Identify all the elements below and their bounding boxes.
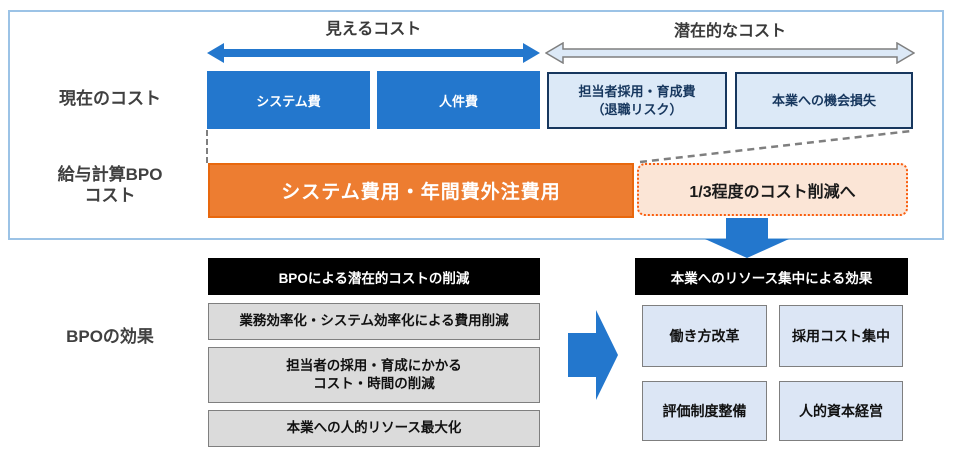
dashed-connector-vertical <box>206 130 208 163</box>
bpo-outsourcing-cost-box: システム費用・年間費外注費用 <box>208 163 634 218</box>
system-cost-box: システム費 <box>207 71 370 129</box>
bpo-effects-section-label: BPOの効果 <box>66 327 154 347</box>
human-capital-box: 人的資本経営 <box>779 381 903 441</box>
visible-cost-title: 見えるコスト <box>325 21 422 38</box>
hidden-cost-title: 潜在的なコスト <box>673 23 786 40</box>
bpo-cost-row-label: 給与計算BPO コスト <box>57 164 163 205</box>
evaluation-system-box: 評価制度整備 <box>642 381 767 441</box>
right-arrow-icon <box>568 310 618 400</box>
efficiency-cost-reduction-box: 業務効率化・システム効率化による費用削減 <box>208 303 540 340</box>
labor-cost-box: 人件費 <box>377 71 540 129</box>
current-cost-row-label: 現在のコスト <box>59 89 161 109</box>
recruiting-training-cost-box: 担当者採用・育成費 （退職リスク） <box>547 72 727 129</box>
resource-concentration-header: 本業へのリソース集中による効果 <box>635 258 908 295</box>
recruiting-time-reduction-box: 担当者の採用・育成にかかる コスト・時間の削減 <box>208 347 540 403</box>
visible-cost-arrow-icon <box>207 43 540 63</box>
recruiting-cost-focus-box: 採用コスト集中 <box>779 305 903 367</box>
dashed-connector-diagonal <box>639 129 912 164</box>
core-business-resource-box: 本業への人的リソース最大化 <box>208 410 540 447</box>
cost-reduction-box: 1/3程度のコスト削減へ <box>637 163 908 216</box>
down-arrow-icon <box>705 218 789 258</box>
opportunity-loss-box: 本業への機会損失 <box>735 72 913 129</box>
latent-cost-reduction-header: BPOによる潜在的コストの削減 <box>208 258 540 295</box>
workstyle-reform-box: 働き方改革 <box>642 305 767 367</box>
hidden-cost-arrow-icon <box>545 42 915 64</box>
